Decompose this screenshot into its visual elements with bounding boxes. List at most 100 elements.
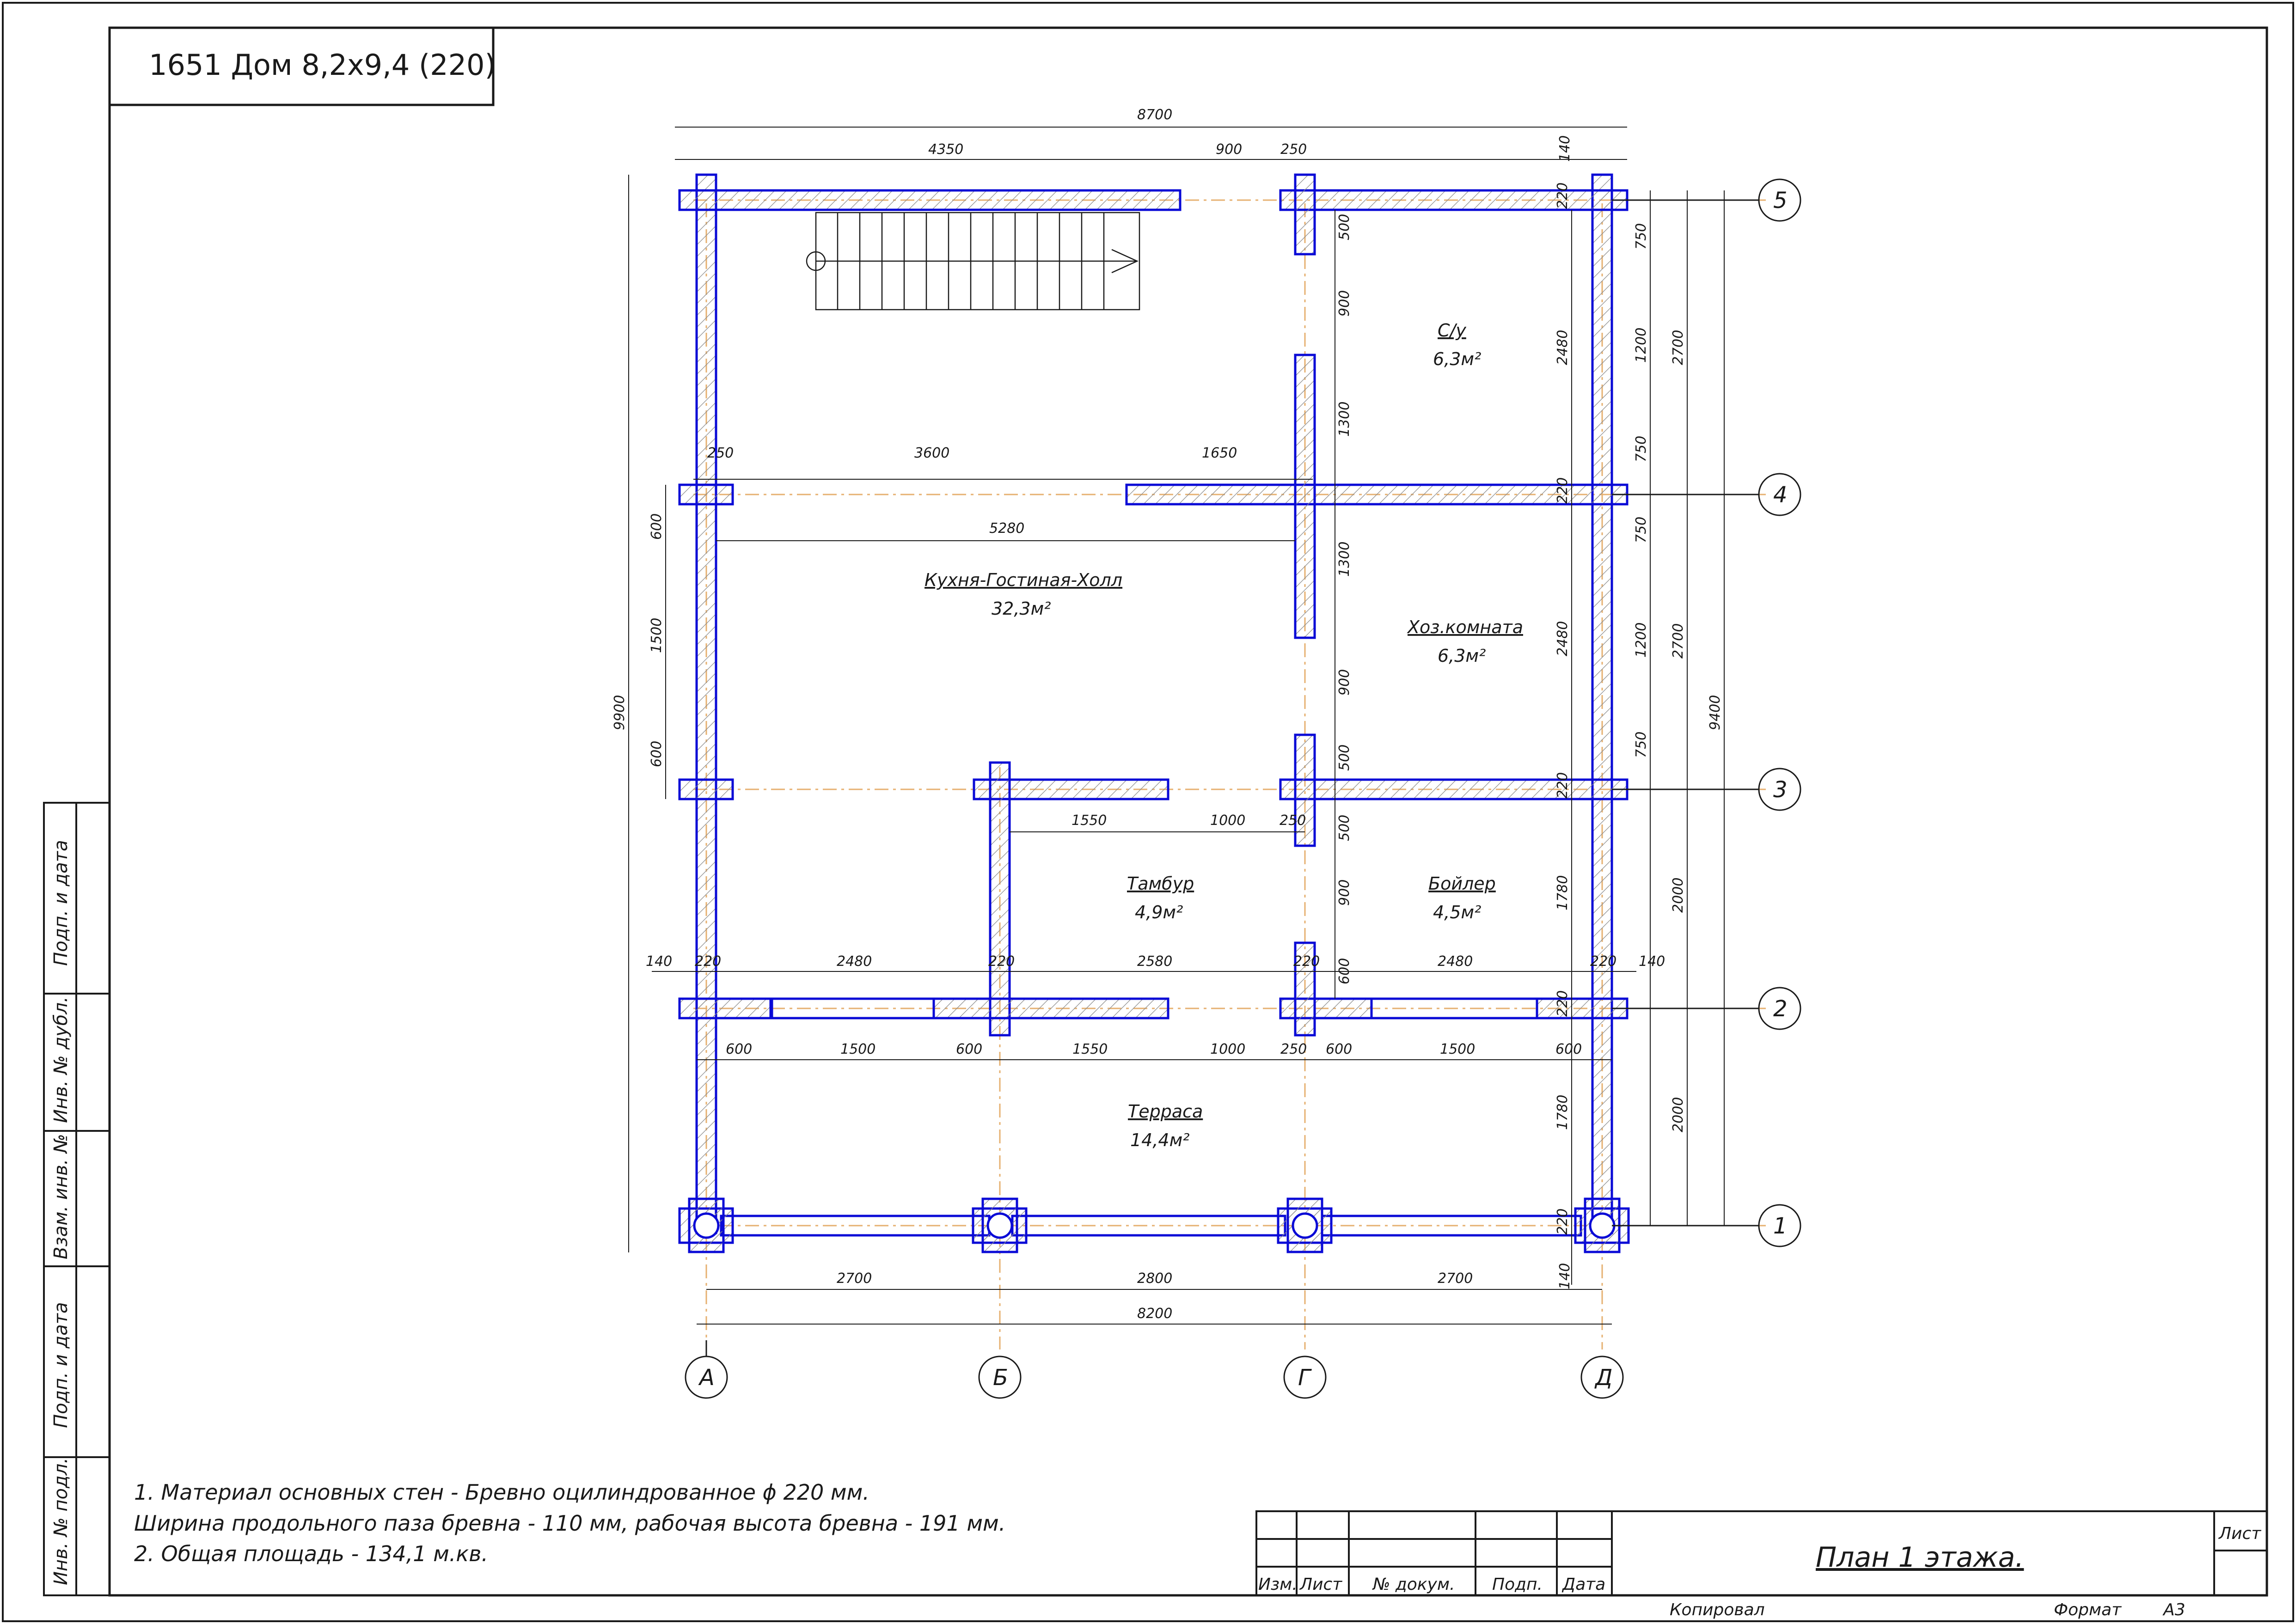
room-area: 4,5м² xyxy=(1433,902,1481,922)
dimension-text: 140 xyxy=(1557,135,1573,162)
dimension-text: 140 xyxy=(646,953,672,970)
dimension-text: 2700 xyxy=(1670,623,1686,659)
room-area: 14,4м² xyxy=(1130,1130,1190,1150)
axis-label: 5 xyxy=(1773,188,1788,214)
dimension-text: 220 xyxy=(988,953,1015,970)
dimension-text: 220 xyxy=(1293,953,1320,970)
dimension-text: 600 xyxy=(649,741,665,767)
dimension-text: 2480 xyxy=(837,953,872,970)
axis-label: А xyxy=(698,1365,715,1391)
header-title: 1651 Дом 8,2х9,4 (220) xyxy=(149,48,496,82)
walls xyxy=(678,173,1629,1237)
dimension-text: 750 xyxy=(1633,732,1649,758)
side-stamp-label: Подп. и дата xyxy=(50,1302,72,1428)
dimension-text: 220 xyxy=(695,953,721,970)
title-block-col: Изм. xyxy=(1258,1575,1298,1594)
sheet-label: Лист xyxy=(2218,1524,2261,1543)
dimension-text: 140 xyxy=(1557,1263,1573,1289)
dimension-text: 9900 xyxy=(612,695,628,730)
room-area: 32,3м² xyxy=(992,598,1051,619)
dimension-text: 8200 xyxy=(1137,1306,1172,1322)
axis-label: 3 xyxy=(1773,777,1788,803)
dimension-text: 2480 xyxy=(1555,621,1571,656)
title-block-col: Дата xyxy=(1561,1575,1605,1594)
dimension-text: 2000 xyxy=(1670,1097,1686,1132)
note-line: Ширина продольного паза бревна - 110 мм,… xyxy=(134,1511,1005,1536)
dimension-text: 1300 xyxy=(1336,402,1353,437)
dimension-text: 2580 xyxy=(1137,953,1172,970)
side-stamp-label: Подп. и дата xyxy=(50,840,72,966)
dimension-text: 1500 xyxy=(649,618,665,653)
room-labels: С/у 6,3м² Кухня-Гостиная-Холл 32,3м² Хоз… xyxy=(925,320,1523,1150)
dimension-text: 1650 xyxy=(1202,445,1237,461)
axis-label: 4 xyxy=(1773,482,1788,508)
dimension-text: 8700 xyxy=(1137,107,1172,123)
title-block xyxy=(1255,1510,2268,1596)
side-stamp-label: Взам. инв. № xyxy=(50,1134,72,1259)
dimension-text: 1500 xyxy=(840,1041,876,1057)
dimension-text: 220 xyxy=(1555,1209,1571,1235)
side-stamp-label: Инв. № подл. xyxy=(50,1458,72,1585)
axis-label: 2 xyxy=(1773,996,1788,1022)
format-value: А3 xyxy=(2162,1600,2186,1619)
dimension-text: 500 xyxy=(1336,745,1353,771)
dimension-text: 2800 xyxy=(1137,1270,1172,1287)
stair xyxy=(806,212,1140,311)
dimension-text: 1200 xyxy=(1633,328,1649,363)
dimension-text: 900 xyxy=(1216,141,1242,158)
room-area: 4,9м² xyxy=(1135,902,1183,922)
dimension-text: 1200 xyxy=(1633,623,1649,658)
dimension-text: 250 xyxy=(707,445,734,461)
side-stamp xyxy=(43,802,110,1596)
dimension-text: 1550 xyxy=(1072,1041,1108,1057)
axis-label: 1 xyxy=(1773,1213,1788,1239)
dimension-text: 5280 xyxy=(989,520,1024,537)
dimension-text: 500 xyxy=(1336,214,1353,240)
dimension-text: 1000 xyxy=(1210,812,1245,829)
room-name: Хоз.комната xyxy=(1407,617,1523,637)
columns xyxy=(678,1197,1630,1253)
axis-label: Д xyxy=(1594,1365,1613,1391)
format-label: Формат xyxy=(2054,1600,2122,1619)
note-line: 2. Общая площадь - 134,1 м.кв. xyxy=(134,1541,488,1566)
dimension-text: 1300 xyxy=(1336,542,1353,577)
dimension-text: 250 xyxy=(1280,141,1307,158)
dimension-text: 220 xyxy=(1555,772,1571,799)
room-name: Бойлер xyxy=(1428,873,1496,894)
dimension-text: 220 xyxy=(1555,183,1571,209)
room-area: 6,3м² xyxy=(1438,646,1486,666)
dimension-text: 2480 xyxy=(1555,330,1571,365)
room-name: С/у xyxy=(1438,320,1466,341)
room-name: Терраса xyxy=(1128,1101,1203,1122)
axis-label: Г xyxy=(1298,1365,1312,1391)
dimension-text: 9400 xyxy=(1707,695,1723,730)
title-block-col: № докум. xyxy=(1372,1575,1455,1594)
dimension-text: 4350 xyxy=(928,141,963,158)
dimension-text: 750 xyxy=(1633,436,1649,462)
dimension-lines xyxy=(628,127,1725,1325)
dimension-text: 600 xyxy=(1326,1041,1352,1057)
dimension-text: 600 xyxy=(649,513,665,540)
axis-markers xyxy=(685,178,1801,1399)
room-name: Тамбур xyxy=(1127,873,1194,894)
dimension-text: 1500 xyxy=(1440,1041,1475,1057)
axis-label: Б xyxy=(993,1365,1008,1391)
drawing-frame xyxy=(108,26,2268,1597)
dimension-text: 750 xyxy=(1633,223,1649,250)
dimension-text: 600 xyxy=(726,1041,752,1057)
dimension-text: 2700 xyxy=(1670,330,1686,365)
dimension-text: 220 xyxy=(1555,477,1571,504)
dimension-text: 500 xyxy=(1336,815,1353,841)
drawing-title: План 1 этажа. xyxy=(1816,1541,2024,1574)
dimension-text: 1550 xyxy=(1071,812,1107,829)
dimension-text: 900 xyxy=(1336,669,1353,696)
dimension-text: 250 xyxy=(1280,812,1306,829)
dimension-text: 2480 xyxy=(1438,953,1473,970)
dimension-text: 1780 xyxy=(1555,1095,1571,1130)
dimension-text: 600 xyxy=(1336,958,1353,984)
title-block-col: Подп. xyxy=(1492,1575,1543,1594)
header-box xyxy=(108,26,495,106)
side-stamp-label: Инв. № дубл. xyxy=(50,996,72,1123)
